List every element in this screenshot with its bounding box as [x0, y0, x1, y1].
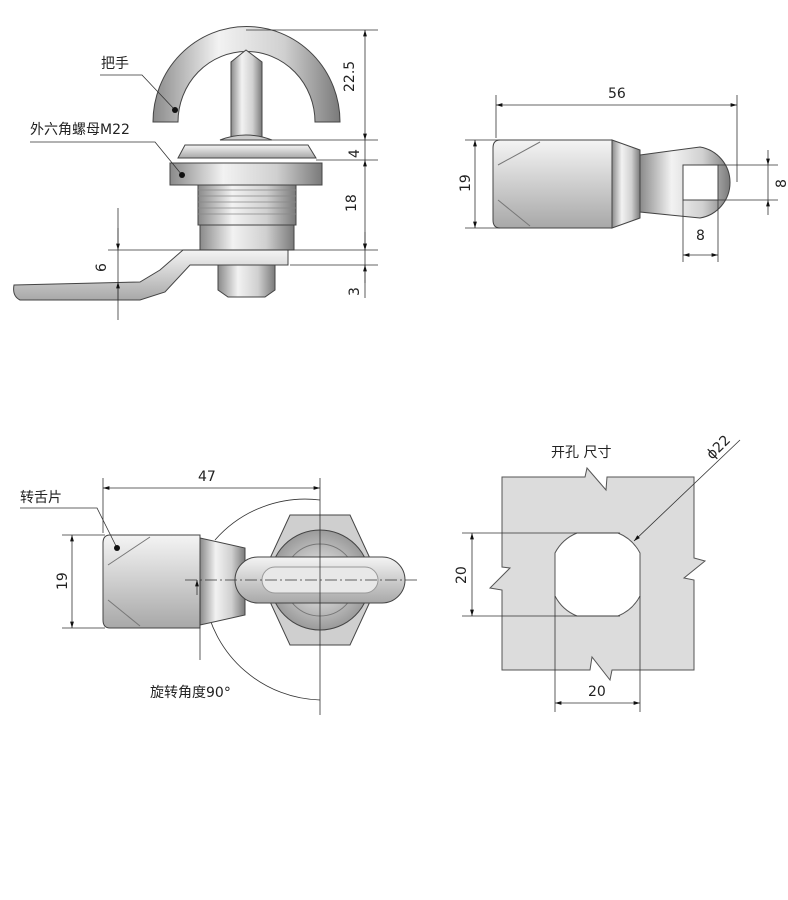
- rotation-arc-top: [214, 498, 321, 541]
- side-view: 22.5 4 18 3 6 把手 外六角螺母M22: [13, 26, 378, 320]
- dim-diameter: ϕ22: [704, 432, 734, 462]
- cam-view: 56 19 8 8: [458, 86, 788, 262]
- dim-cam-thickness: 3: [347, 287, 363, 296]
- dim-handle-height: 22.5: [342, 61, 358, 92]
- top-view: 47 19 转舌片 旋转角度90°: [20, 469, 420, 715]
- handle-callout: 把手: [100, 56, 178, 113]
- cam-body-top: [102, 534, 201, 629]
- dim-flange: 4: [347, 149, 363, 158]
- cutout-title: 开孔 尺寸: [551, 445, 611, 461]
- cam-body: [492, 139, 613, 229]
- label-nut: 外六角螺母M22: [30, 122, 130, 138]
- dim-cam-offset: 6: [94, 263, 110, 272]
- top-dimension-lines: [62, 478, 420, 715]
- dim-top-width: 19: [55, 572, 71, 590]
- dim-cam-width: 19: [458, 174, 474, 192]
- nut-callout: 外六角螺母M22: [30, 122, 185, 178]
- label-rotation: 旋转角度90°: [150, 685, 231, 701]
- threaded-body: [197, 184, 297, 251]
- square-hole: [682, 164, 719, 201]
- dim-cam-length: 56: [608, 86, 626, 102]
- cam-plate: [13, 249, 289, 301]
- cutout-view: 开孔 尺寸 ϕ22 20 20: [454, 432, 741, 712]
- dim-square-width: 8: [696, 228, 705, 244]
- dim-body: 18: [344, 194, 360, 212]
- hex-nut: [169, 162, 323, 186]
- cam-callout: 转舌片: [20, 490, 120, 551]
- dim-top-length: 47: [198, 469, 216, 485]
- label-cam: 转舌片: [20, 490, 62, 506]
- bottom-nut: [217, 264, 276, 298]
- cutout-hole: [554, 532, 641, 617]
- cam-neck: [611, 139, 641, 229]
- handle: [152, 26, 341, 141]
- dim-cutout-height: 20: [454, 566, 470, 584]
- side-dimension-lines: [108, 29, 378, 320]
- dim-square-height: 8: [774, 179, 788, 188]
- label-handle: 把手: [101, 56, 129, 72]
- dim-cutout-width: 20: [588, 684, 606, 700]
- cutout-dimension-lines: [462, 439, 741, 712]
- cam-dimension-lines: [465, 95, 778, 262]
- flange: [177, 144, 317, 159]
